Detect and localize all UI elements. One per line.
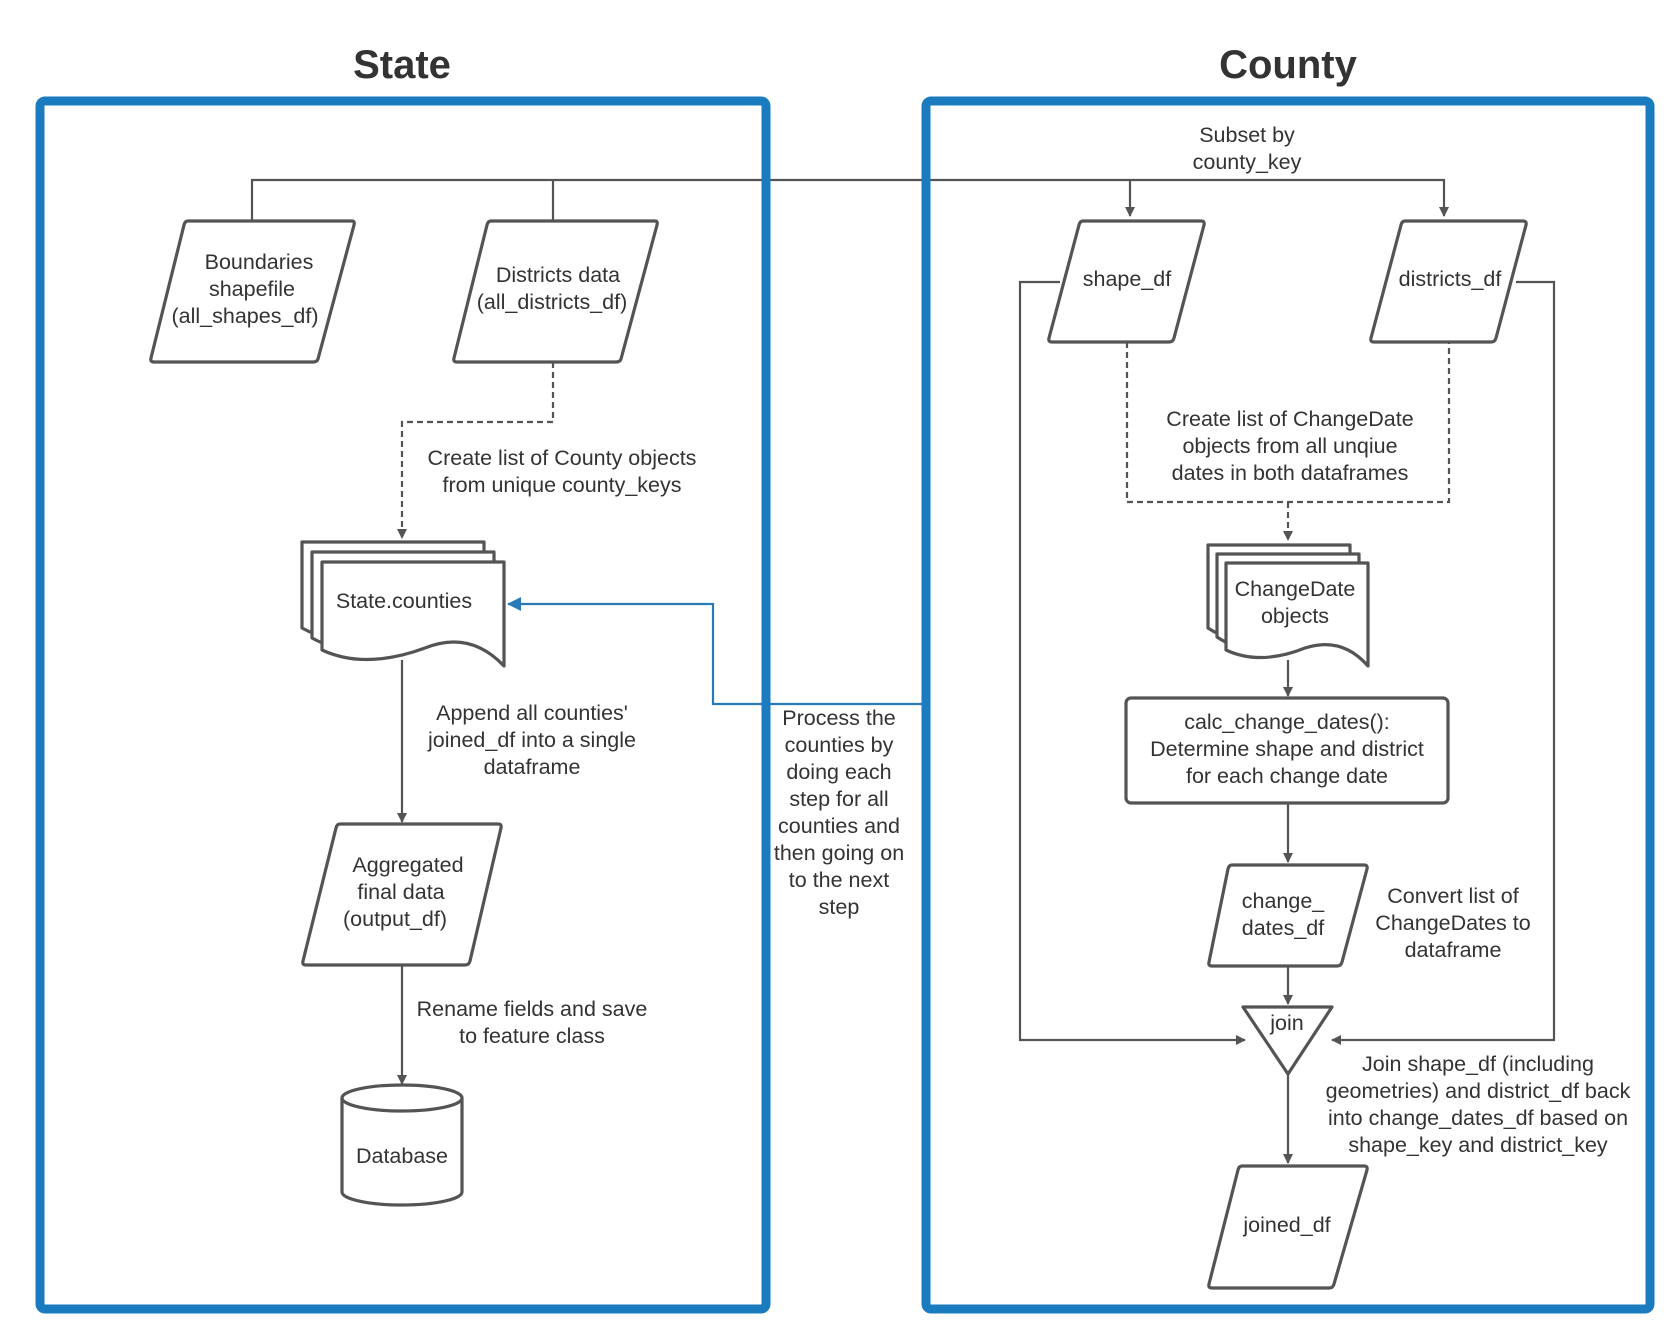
label-append-counties: Append all counties'joined_df into a sin… — [427, 701, 636, 779]
edge-districts-df-to-join — [1331, 280, 1556, 1045]
county-panel-title: County — [1219, 43, 1358, 87]
boundaries-label-line-3: (all_shapes_df) — [171, 304, 318, 328]
boundaries-label-line-1: Boundaries — [205, 250, 314, 274]
joined-df-label: joined_df — [1242, 1213, 1330, 1237]
aggregated-label-line-2: final data — [357, 880, 444, 904]
node-aggregated-final-data: Aggregated final data (output_df) — [301, 822, 503, 967]
county-panel — [921, 96, 1655, 1314]
node-districts-data: Districts data (all_districts_df) — [452, 219, 659, 364]
node-calc-change-dates: calc_change_dates(): Determine shape and … — [1124, 696, 1450, 805]
aggregated-label-line-1: Aggregated — [352, 853, 463, 877]
edge-bus-to-county — [250, 178, 1449, 220]
svg-text:change_dates_df: change_ dates_df — [1242, 889, 1326, 940]
state-panel-title: State — [353, 43, 451, 87]
edge-districts-to-counties — [397, 362, 555, 539]
node-changedate-objects: ChangeDate objects — [1206, 543, 1370, 668]
shape-df-label: shape_df — [1083, 267, 1171, 291]
node-join: join — [1241, 1005, 1334, 1076]
edge-shape-df-to-join — [1018, 280, 1246, 1045]
change-dates-df-label-line-2: dates_df — [1242, 916, 1325, 940]
changedate-label-line-2: objects — [1261, 604, 1329, 628]
node-districts-df: districts_df — [1369, 219, 1528, 344]
districts-df-label: districts_df — [1399, 267, 1502, 291]
state-panel — [35, 96, 771, 1314]
state-counties-label: State.counties — [336, 589, 472, 613]
edges — [250, 178, 1556, 1164]
svg-text:calc_change_dates():Determine: calc_change_dates(): Determine shape and … — [1150, 710, 1424, 788]
node-boundaries-shapefile: Boundaries shapefile (all_shapes_df) — [149, 219, 356, 364]
calc-label-line-2: Determine shape and district — [1150, 737, 1424, 761]
node-shape-df: shape_df — [1047, 219, 1206, 344]
districts-data-label-line-1: Districts data — [496, 263, 620, 287]
edge-process-counties — [507, 597, 926, 706]
node-change-dates-df: change_ dates_df — [1207, 863, 1369, 968]
node-joined-df: joined_df — [1207, 1164, 1369, 1290]
join-label: join — [1269, 1011, 1303, 1035]
change-dates-df-label-line-1: change_ — [1242, 889, 1326, 913]
node-state-counties: State.counties — [300, 540, 506, 668]
calc-label-line-3: for each change date — [1186, 764, 1388, 788]
svg-text:Districts data(all_districts_d: Districts data (all_districts_df) — [477, 263, 628, 314]
boundaries-label-line-2: shapefile — [209, 277, 295, 301]
calc-label-line-1: calc_change_dates(): — [1184, 710, 1390, 734]
aggregated-label-line-3: (output_df) — [343, 907, 447, 931]
database-label: Database — [356, 1144, 448, 1168]
changedate-label-line-1: ChangeDate — [1235, 577, 1356, 601]
node-database: Database — [340, 1083, 464, 1207]
districts-data-label-line-2: (all_districts_df) — [477, 290, 628, 314]
